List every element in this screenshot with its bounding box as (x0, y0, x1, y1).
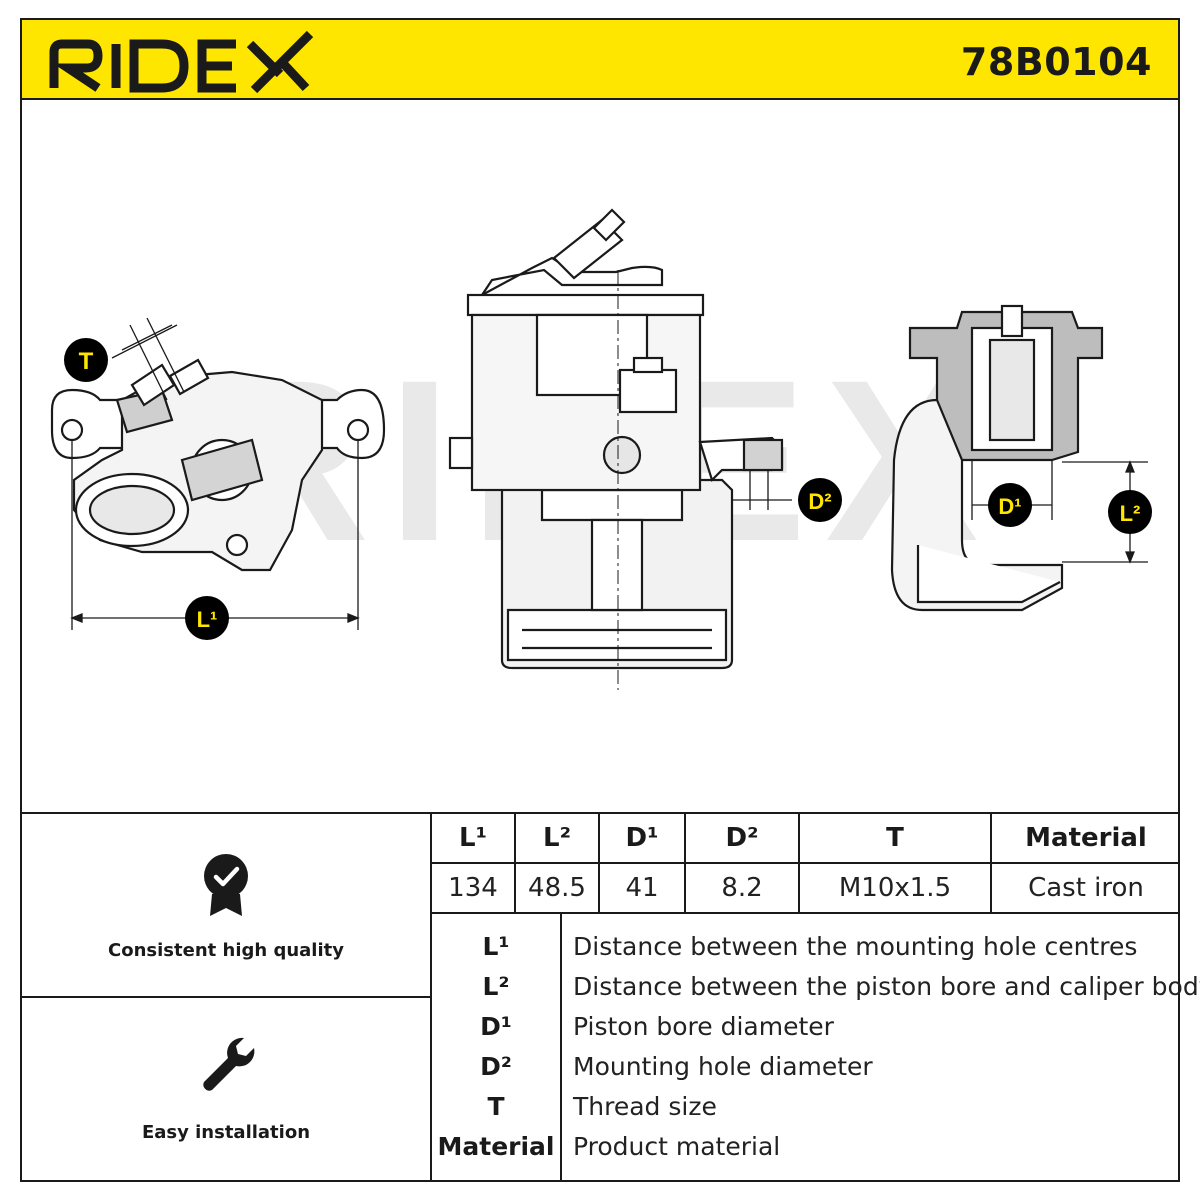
callout-d1: D¹ (988, 483, 1032, 527)
legend-desc-l2: Distance between the piston bore and cal… (573, 972, 1200, 1001)
spec-value-d1: 41 (625, 873, 659, 903)
legend-desc-d2: Mounting hole diameter (573, 1052, 873, 1081)
section-divider (20, 812, 1180, 814)
legend-key-material: Material (437, 1132, 555, 1161)
svg-text:L²: L² (1120, 501, 1141, 526)
spec-header-d1: D¹ (625, 823, 659, 853)
spec-header-t: T (886, 823, 904, 853)
features-row-divider (20, 996, 430, 998)
callout-t: T (64, 338, 108, 382)
legend-key-d1: D¹ (480, 1012, 512, 1041)
legend-desc-d1: Piston bore diameter (573, 1012, 834, 1041)
spec-value-l1: 134 (448, 873, 498, 903)
legend-key-l2: L² (482, 972, 510, 1001)
spec-value-material: Cast iron (1028, 873, 1144, 903)
caliper-side-view (50, 358, 386, 572)
feature-installation: Easy installation (22, 998, 430, 1182)
svg-text:T: T (79, 348, 94, 375)
spec-header-l2: L² (543, 823, 571, 853)
legend-key-t: T (487, 1092, 505, 1121)
caliper-section-view (890, 304, 1104, 612)
sheet-frame (20, 18, 1180, 1182)
brand-logo (49, 30, 314, 94)
feature-quality: Consistent high quality (22, 814, 430, 996)
technical-drawing: RIDEX T (50, 208, 1152, 690)
spec-header-l1: L¹ (459, 823, 487, 853)
callout-l2: L² (1108, 490, 1152, 534)
legend-key-d2: D² (480, 1052, 512, 1081)
legend-key-l1: L¹ (482, 932, 510, 961)
legend-desc-l1: Distance between the mounting hole centr… (573, 932, 1138, 961)
feature-installation-label: Easy installation (141, 1122, 311, 1143)
part-number: 78B0104 (960, 40, 1152, 84)
callout-l1: L¹ (185, 596, 229, 640)
header-bar: 78B0104 (20, 18, 1180, 100)
callout-d2: D² (798, 478, 842, 522)
dimension-d2 (732, 470, 792, 510)
features-divider (430, 812, 432, 1182)
feature-quality-label: Consistent high quality (108, 940, 344, 961)
legend-desc-t: Thread size (573, 1092, 717, 1121)
wrench-icon (203, 1037, 255, 1091)
spec-value-l2: 48.5 (528, 873, 586, 903)
spec-header-d2: D² (725, 823, 759, 853)
spec-value-t: M10x1.5 (838, 873, 952, 903)
svg-text:D²: D² (808, 489, 831, 514)
caliper-front-view (448, 208, 784, 670)
legend-desc-material: Product material (573, 1132, 781, 1161)
quality-badge-icon (204, 854, 248, 916)
spec-value-d2: 8.2 (721, 873, 763, 903)
svg-text:L¹: L¹ (197, 607, 218, 632)
dimension-t (111, 317, 185, 401)
svg-text:D¹: D¹ (998, 494, 1021, 519)
spec-header-material: Material (1025, 823, 1147, 853)
